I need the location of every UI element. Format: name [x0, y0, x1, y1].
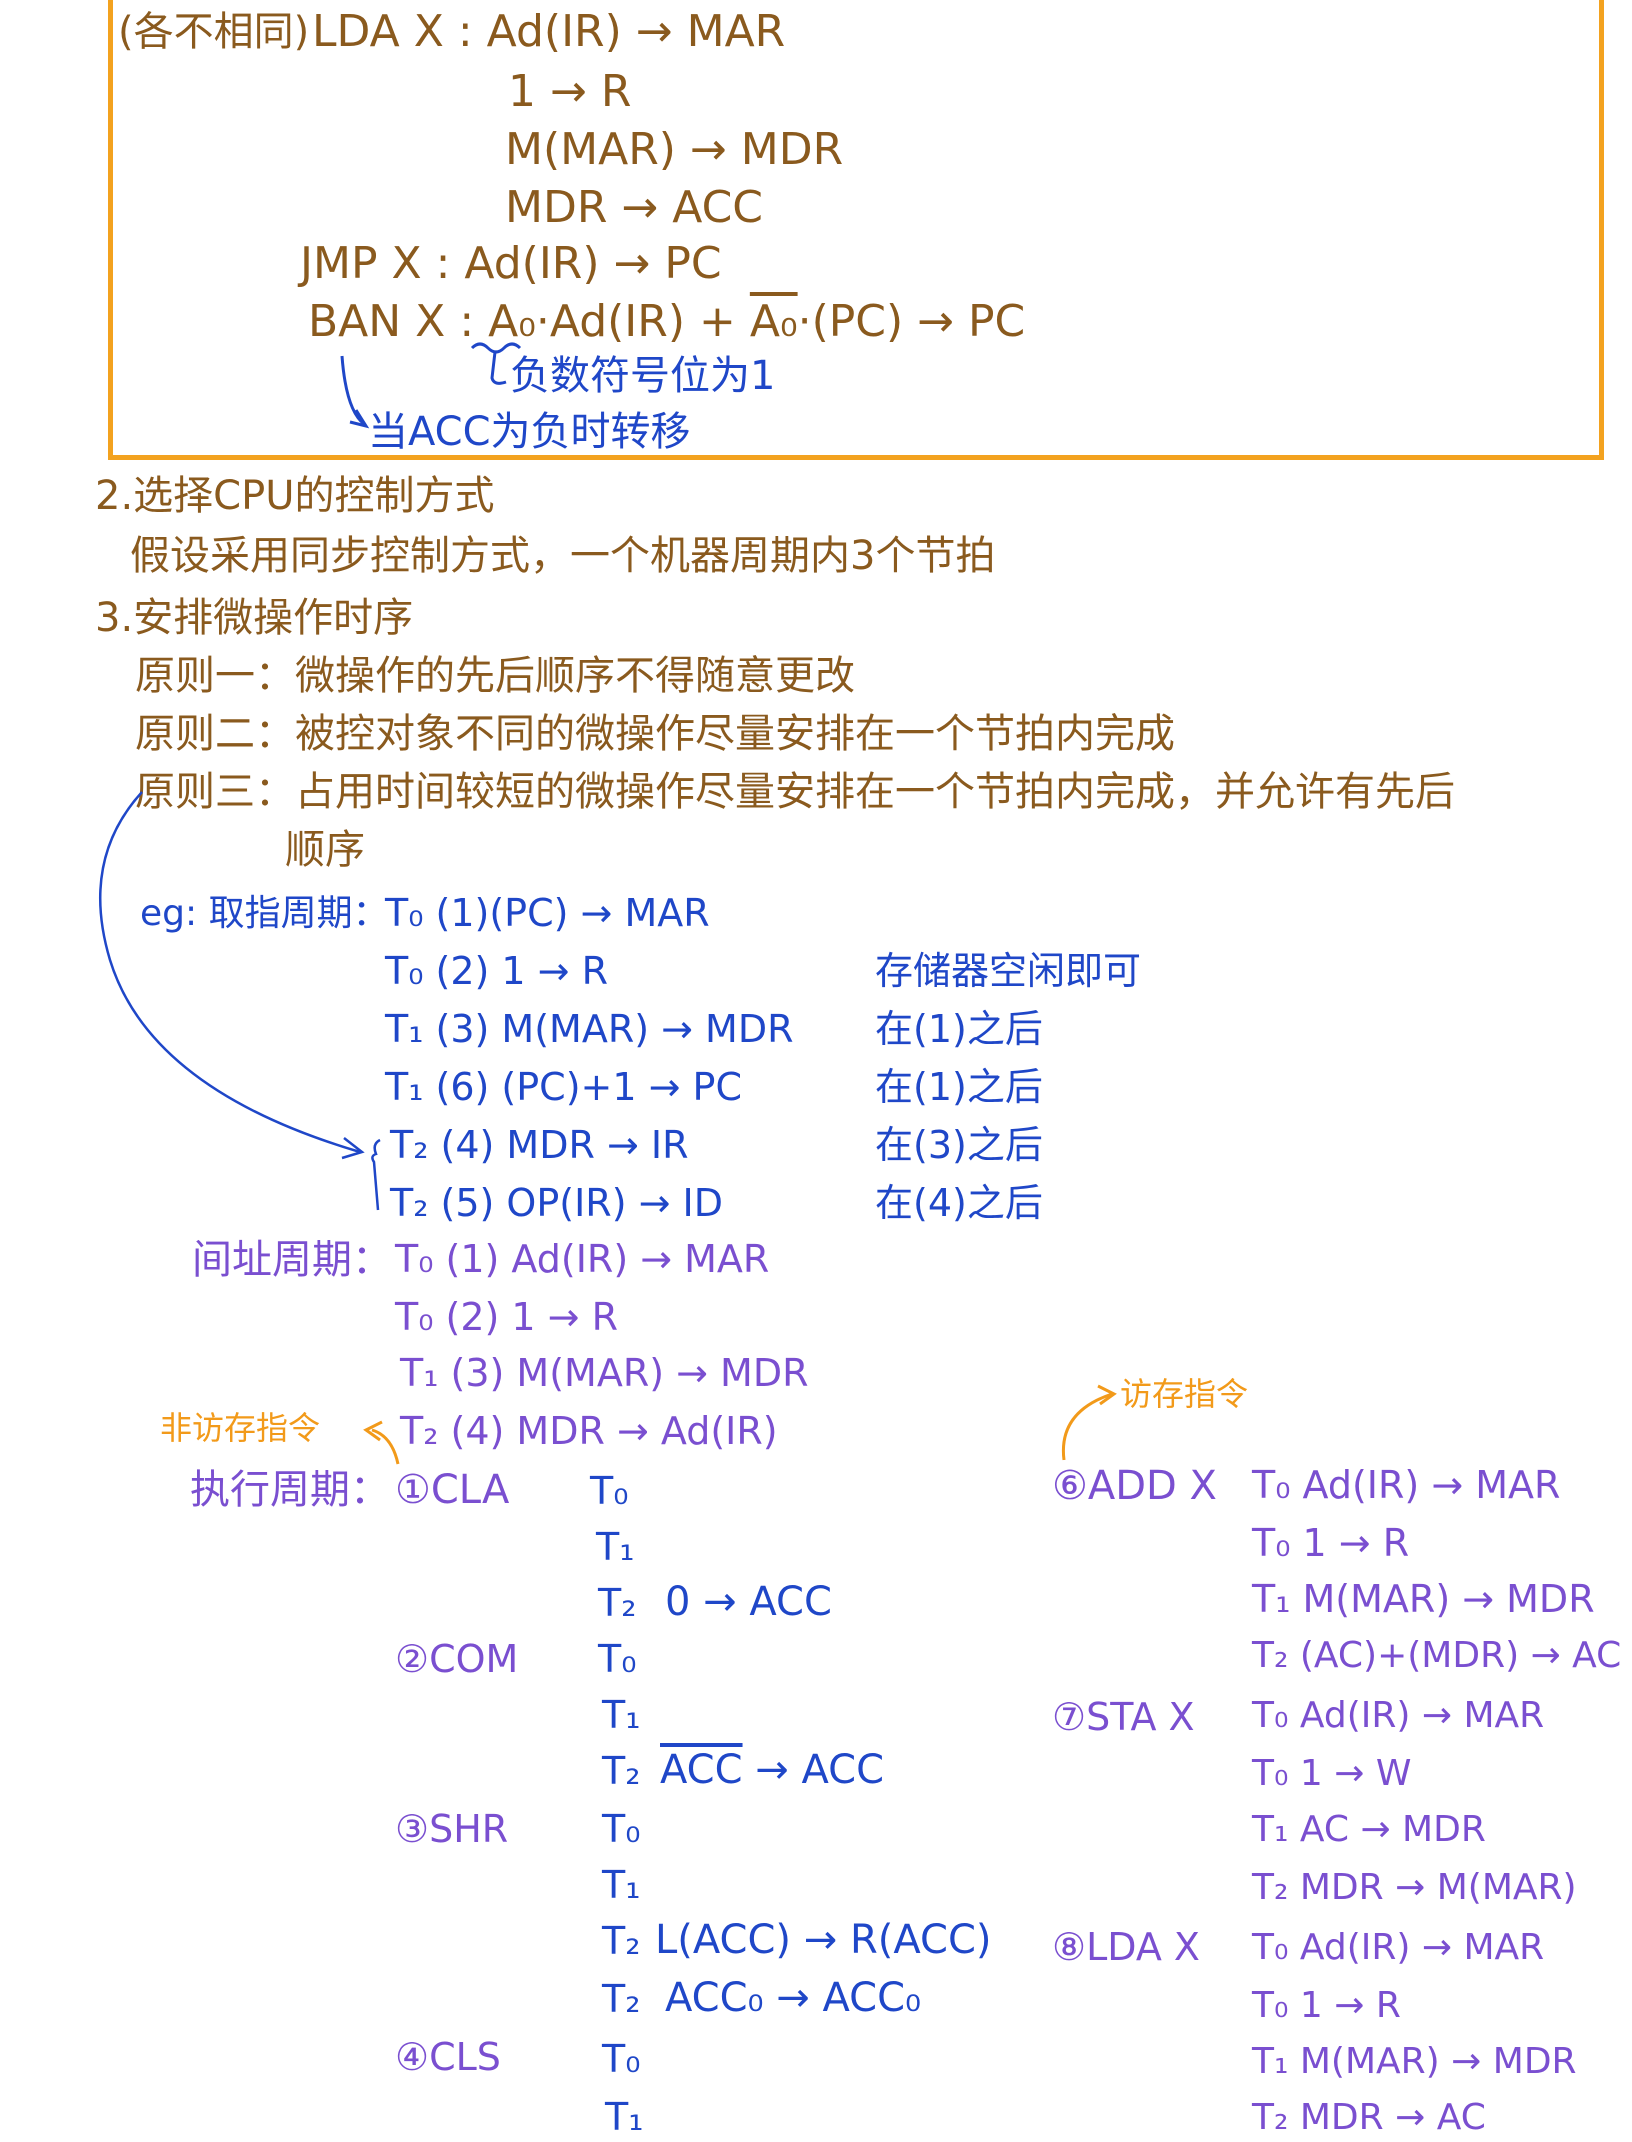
com-t0: T₀ [598, 1637, 637, 1681]
ban-head: BAN X : [308, 296, 489, 347]
shr-op-2: ACC₀ → ACC₀ [665, 1975, 922, 2021]
com-acc-bar: ACC [660, 1747, 743, 1793]
section2-body: 假设采用同步控制方式，一个机器周期内3个节拍 [130, 533, 996, 579]
box-label: (各不相同) [118, 9, 310, 55]
section3-title: 3.安排微操作时序 [95, 595, 414, 641]
lda-exec-name: ⑧LDA X [1052, 1925, 1200, 1969]
cla-t2: T₂ [598, 1581, 637, 1625]
fetch-label: eg: 取指周期： [140, 893, 389, 934]
add-name: ⑥ADD X [1052, 1463, 1217, 1509]
fetch-note-4: 在(3)之后 [875, 1123, 1043, 1167]
ban-line: BAN X : A₀·Ad(IR) + A₀·(PC) → PC [308, 300, 1025, 344]
mem-arrow [1061, 1392, 1113, 1461]
fetch-row-2: T₀ (2) 1 → R [385, 949, 609, 993]
mem-label: 访存指令 [1120, 1375, 1249, 1413]
rule-3: 原则三：占用时间较短的微操作尽量安排在一个节拍内完成，并允许有先后 [135, 769, 1455, 815]
fetch-row-3: T₁ (3) M(MAR) → MDR [385, 1007, 794, 1051]
fetch-row-6: T₂ (5) OP(IR) → ID [390, 1181, 723, 1225]
rule-3-cont: 顺序 [285, 827, 365, 873]
fetch-note-2: 在(1)之后 [875, 1007, 1043, 1051]
fetch-note-5: 在(4)之后 [875, 1181, 1043, 1225]
ban-a0: A₀ [488, 296, 536, 347]
lda-exec-row-3: T₁ M(MAR) → MDR [1252, 2041, 1577, 2082]
add-row-2: T₀ 1 → R [1252, 1521, 1410, 1565]
fetch-row-4: T₁ (6) (PC)+1 → PC [385, 1065, 742, 1109]
lda-mdr-line: M(MAR) → MDR [505, 124, 844, 175]
non-mem-arrow [371, 1428, 400, 1465]
note-sign-bit: 负数符号位为1 [510, 353, 776, 399]
com-op-tail: → ACC [742, 1747, 884, 1793]
ban-tail: ·(PC) → PC [797, 296, 1026, 347]
sta-row-2: T₀ 1 → W [1252, 1753, 1412, 1794]
fetch-row-1: T₀ (1)(PC) → MAR [385, 891, 710, 935]
lda-r-line: 1 → R [508, 66, 632, 117]
indirect-row-4: T₂ (4) MDR → Ad(IR) [400, 1409, 778, 1453]
cls-name: ④CLS [395, 2035, 501, 2079]
non-mem-label: 非访存指令 [160, 1409, 321, 1447]
fetch-note-3: 在(1)之后 [875, 1065, 1043, 1109]
instruction-box [108, 0, 1604, 460]
shr-t2: T₂ [602, 1919, 641, 1963]
add-row-4: T₂ (AC)+(MDR) → AC [1252, 1635, 1622, 1676]
indirect-row-2: T₀ (2) 1 → R [395, 1295, 619, 1339]
t2-brace [371, 1138, 381, 1211]
sta-name: ⑦STA X [1052, 1695, 1195, 1739]
fetch-note-1: 存储器空闲即可 [875, 949, 1142, 993]
com-op: ACC → ACC [660, 1750, 884, 1790]
shr-t0: T₀ [602, 1807, 641, 1851]
add-row-3: T₁ M(MAR) → MDR [1252, 1577, 1595, 1621]
jmp-line: JMP X : Ad(IR) → PC [300, 238, 722, 289]
lda-exec-row-2: T₀ 1 → R [1252, 1985, 1401, 2026]
add-row-1: T₀ Ad(IR) → MAR [1252, 1463, 1561, 1507]
indirect-label: 间址周期： [192, 1237, 392, 1283]
cla-t1: T₁ [596, 1525, 635, 1569]
cla-op: 0 → ACC [665, 1579, 832, 1625]
com-name: ②COM [395, 1637, 519, 1681]
rule-1: 原则一：微操作的先后顺序不得随意更改 [135, 653, 855, 699]
ban-mid: ·Ad(IR) + [535, 296, 750, 347]
shr-name: ③SHR [395, 1807, 509, 1851]
sta-row-4: T₂ MDR → M(MAR) [1252, 1867, 1577, 1908]
indirect-row-1: T₀ (1) Ad(IR) → MAR [395, 1237, 770, 1281]
com-t2: T₂ [602, 1749, 641, 1793]
exec-label: 执行周期： [190, 1467, 390, 1513]
lda-exec-row-1: T₀ Ad(IR) → MAR [1252, 1927, 1545, 1968]
lda-exec-row-4: T₂ MDR → AC [1252, 2097, 1486, 2138]
ban-a0-bar: A₀ [749, 296, 798, 347]
cla-t0: T₀ [590, 1469, 629, 1513]
sta-row-3: T₁ AC → MDR [1252, 1809, 1486, 1850]
indirect-row-3: T₁ (3) M(MAR) → MDR [400, 1351, 809, 1395]
cls-t0: T₀ [602, 2037, 641, 2081]
cla-name: ①CLA [395, 1467, 510, 1513]
cls-t1: T₁ [605, 2095, 644, 2139]
lda-acc-line: MDR → ACC [505, 182, 764, 233]
note-acc-negative: 当ACC为负时转移 [368, 409, 691, 455]
com-t1: T₁ [602, 1693, 641, 1737]
fetch-row-5: T₂ (4) MDR → IR [390, 1123, 689, 1167]
sta-row-1: T₀ Ad(IR) → MAR [1252, 1695, 1545, 1736]
shr-t2b: T₂ [602, 1977, 641, 2021]
section2-title: 2.选择CPU的控制方式 [95, 473, 495, 519]
shr-t1: T₁ [602, 1863, 641, 1907]
shr-op: L(ACC) → R(ACC) [655, 1917, 992, 1963]
lda-mar-line: LDA X : Ad(IR) → MAR [312, 6, 786, 57]
rule-2: 原则二：被控对象不同的微操作尽量安排在一个节拍内完成 [135, 711, 1175, 757]
